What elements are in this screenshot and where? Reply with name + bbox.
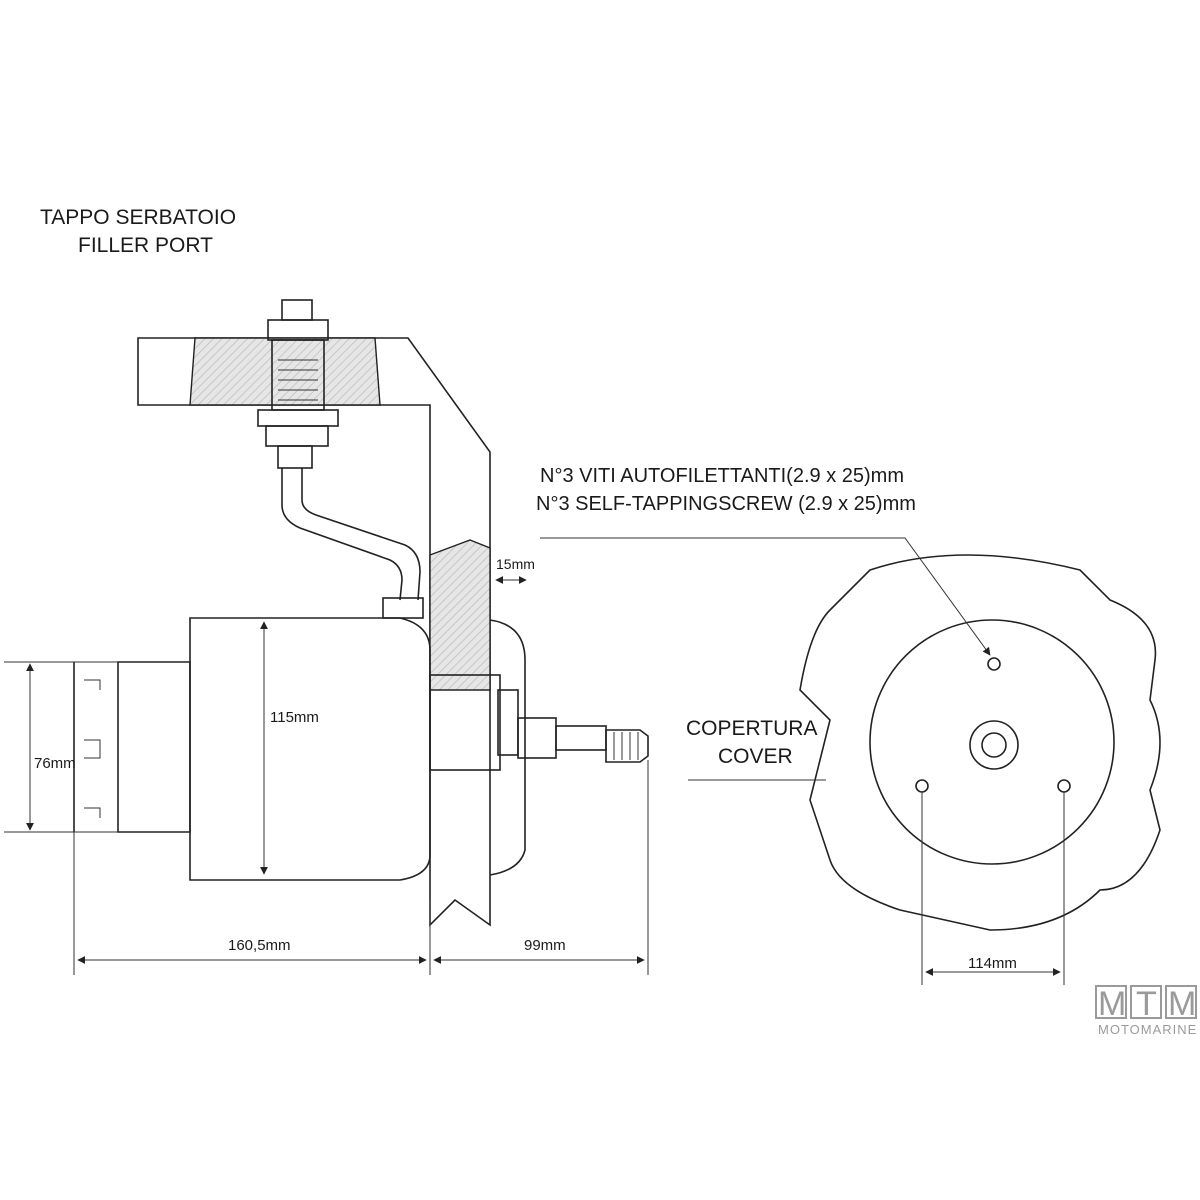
center-hub bbox=[969, 720, 1019, 770]
dim-body-height: 115mm bbox=[270, 709, 319, 726]
filler-port-label-en: FILLER PORT bbox=[78, 234, 213, 257]
screws-label-en: N°3 SELF-TAPPINGSCREW (2.9 x 25)mm bbox=[536, 493, 916, 515]
cover-label-it: COPERTURA bbox=[686, 717, 817, 740]
side-view bbox=[4, 299, 649, 975]
screw-hole-left bbox=[915, 779, 929, 793]
cover-plate bbox=[869, 619, 1115, 865]
helm-mechanism bbox=[429, 619, 649, 876]
dim-wall-thickness: 15mm bbox=[496, 556, 535, 572]
filler-port-label-it: TAPPO SERBATOIO bbox=[40, 206, 236, 229]
cutout-outline bbox=[799, 554, 1161, 931]
cover-label-en: COVER bbox=[718, 745, 793, 768]
logo-letter-2: T bbox=[1136, 985, 1157, 1023]
cover-view bbox=[540, 537, 1161, 985]
dim-hole-spacing: 114mm bbox=[968, 955, 1017, 972]
screw-hole-top bbox=[987, 657, 1001, 671]
motomarine-logo: M T M MOTOMARINE bbox=[1095, 985, 1197, 1037]
logo-letter-3: M bbox=[1168, 985, 1196, 1023]
logo-text: MOTOMARINE bbox=[1098, 1022, 1197, 1037]
front-cap bbox=[117, 661, 191, 833]
filler-hose bbox=[281, 468, 403, 601]
screws-label-it: N°3 VITI AUTOFILETTANTI(2.9 x 25)mm bbox=[540, 465, 904, 487]
output-shaft bbox=[605, 729, 649, 763]
logo-letter-1: M bbox=[1098, 985, 1126, 1023]
bulkhead-hatch bbox=[429, 539, 491, 691]
dim-shaft-length: 99mm bbox=[524, 937, 566, 954]
screw-hole-right bbox=[1057, 779, 1071, 793]
deck-hatch bbox=[189, 337, 381, 406]
dim-body-length: 160,5mm bbox=[228, 937, 291, 954]
filler-port-fitting bbox=[257, 299, 339, 469]
reservoir-body bbox=[189, 617, 431, 881]
dim-front-height: 76mm bbox=[34, 755, 76, 772]
